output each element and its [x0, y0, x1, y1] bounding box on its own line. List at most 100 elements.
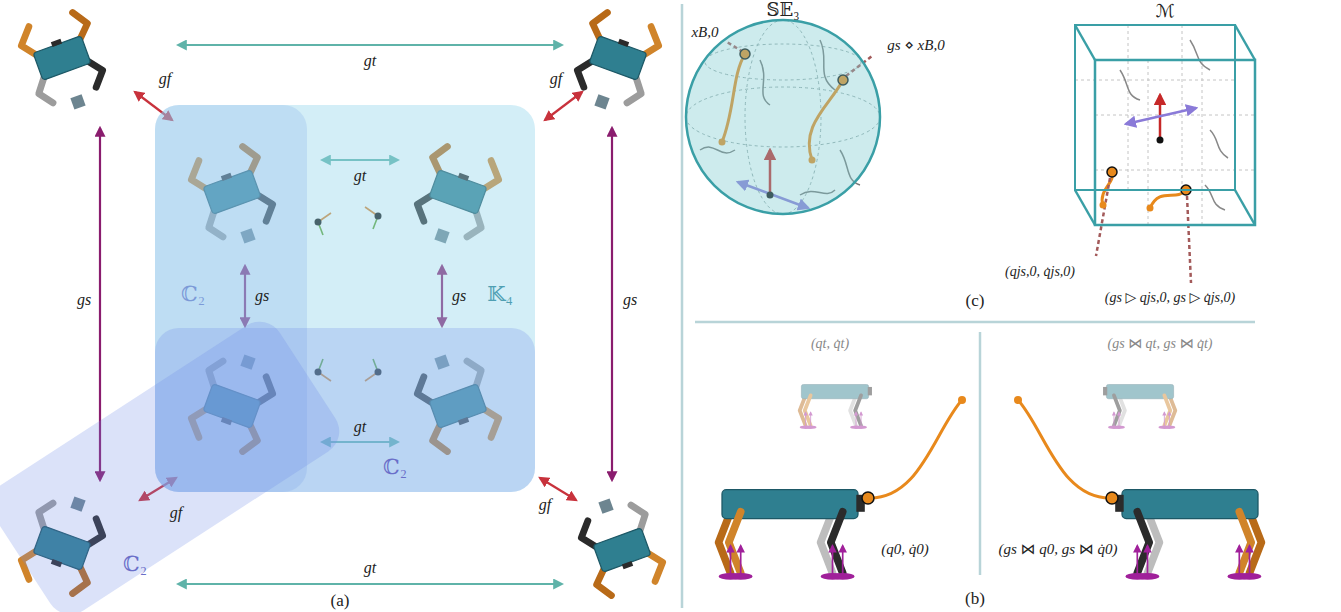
state-space-cube: ℳ	[1040, 0, 1262, 230]
cube-edge	[1235, 25, 1255, 60]
force-arrow	[730, 546, 732, 577]
group-symbol: ℂ₂	[383, 456, 407, 479]
space-symbol: 𝕊𝔼₃	[767, 1, 800, 21]
cube-edge	[1235, 190, 1255, 225]
foot-block	[598, 498, 613, 513]
math-label: gf	[159, 70, 171, 88]
panel-label: (c)	[966, 292, 985, 311]
arrow-line	[178, 583, 562, 585]
leader-line	[1187, 196, 1191, 283]
robot-leg	[588, 9, 611, 41]
state-point	[1014, 396, 1022, 404]
arrow-line	[178, 44, 562, 46]
robot-head	[868, 387, 872, 395]
math-label: (q0, q̇0)	[881, 541, 929, 558]
robot-top-view	[566, 7, 663, 119]
grid-line	[1075, 80, 1235, 81]
robot-head	[622, 561, 633, 569]
sphere-shape	[686, 20, 880, 214]
arrow-line	[545, 92, 582, 120]
arrow-line	[1126, 108, 1196, 124]
grid-line	[1148, 60, 1149, 225]
force-arrow	[861, 412, 862, 427]
panel-label: (a)	[331, 592, 350, 611]
group-region: ℂ₂	[0, 305, 355, 612]
force-arrow	[842, 546, 844, 577]
panel-label: (b)	[965, 590, 985, 609]
grid-line	[1095, 115, 1255, 116]
robot-body	[589, 36, 647, 81]
robot-head	[51, 39, 62, 47]
panel-divider	[681, 4, 684, 608]
force-arrow	[856, 412, 857, 427]
state-point	[1107, 167, 1117, 177]
math-label: gf	[550, 70, 562, 88]
force-arrow	[805, 412, 806, 427]
robot-body	[33, 36, 91, 81]
math-label: gs	[77, 291, 91, 309]
robot-side-view	[1103, 384, 1175, 429]
state-point	[1106, 492, 1118, 504]
math-label: gs	[255, 287, 269, 305]
cube-edge	[1075, 190, 1095, 225]
robot-body	[593, 528, 651, 573]
math-label: gs ⋄ xB,0	[887, 37, 944, 54]
force-arrow	[1147, 546, 1149, 577]
force-arrow	[1136, 546, 1138, 577]
foot-block	[594, 94, 609, 109]
math-label: gt	[364, 559, 376, 577]
state-point	[1100, 202, 1107, 209]
state-point	[1147, 205, 1154, 212]
force-arrow	[810, 412, 811, 427]
force-arrow	[1164, 412, 1165, 427]
trajectory-curve	[1120, 70, 1140, 100]
robot-head	[618, 39, 629, 47]
force-arrow	[1119, 412, 1120, 427]
region-shape	[0, 313, 348, 612]
math-label: (gs ▷ qjs,0, gs ▷ q̇js,0)	[1105, 290, 1235, 305]
frame-dot	[1157, 137, 1164, 144]
group-symbol: ℂ₂	[123, 553, 147, 576]
math-label: (qjs,0, q̇js,0)	[1005, 264, 1075, 279]
trajectory-curve	[1018, 400, 1112, 498]
force-arrow	[832, 546, 834, 577]
force-arrow	[1113, 412, 1114, 427]
node-outline	[1040, 0, 1262, 230]
trajectory-curve	[1205, 185, 1225, 210]
cube-edge	[1075, 25, 1235, 190]
force-arrow	[1249, 546, 1251, 577]
cube-edge	[1095, 60, 1255, 225]
grid-line	[1202, 60, 1203, 225]
math-label: xB,0	[691, 24, 718, 41]
robot-side-view	[719, 490, 865, 580]
force-arrow	[740, 546, 742, 577]
math-label: gt	[364, 52, 376, 70]
math-label: gf	[170, 504, 182, 522]
math-label: gs	[452, 287, 466, 305]
node-outline	[0, 305, 355, 612]
group-symbol: 𝕂₄	[487, 283, 513, 306]
robot-top-view	[570, 489, 667, 601]
math-label: gs	[623, 291, 637, 309]
math-label: gf	[539, 496, 551, 514]
trajectory-curve	[1150, 190, 1186, 208]
panel-divider	[979, 332, 982, 575]
cube-edge	[1075, 25, 1095, 60]
robot-leg	[69, 9, 92, 41]
trajectory-curve	[1210, 130, 1228, 158]
force-arrow	[1169, 412, 1170, 427]
arrow-line	[611, 128, 613, 480]
foot-block	[70, 94, 85, 109]
math-label: (gs ⋈ q0, gs ⋈ q̇0)	[998, 541, 1117, 558]
panel-divider	[695, 321, 1255, 324]
robot-top-view	[16, 7, 113, 119]
grid-line	[1095, 170, 1255, 171]
math-label: gt	[354, 167, 366, 185]
force-arrow	[1238, 546, 1240, 577]
robot-head	[1103, 387, 1107, 395]
trajectory-curve	[1190, 40, 1210, 70]
math-label: gt	[354, 418, 366, 436]
grid-line	[1128, 25, 1129, 190]
math-label: (gs ⋈ qt, gs ⋈ q̇t)	[1108, 336, 1213, 351]
